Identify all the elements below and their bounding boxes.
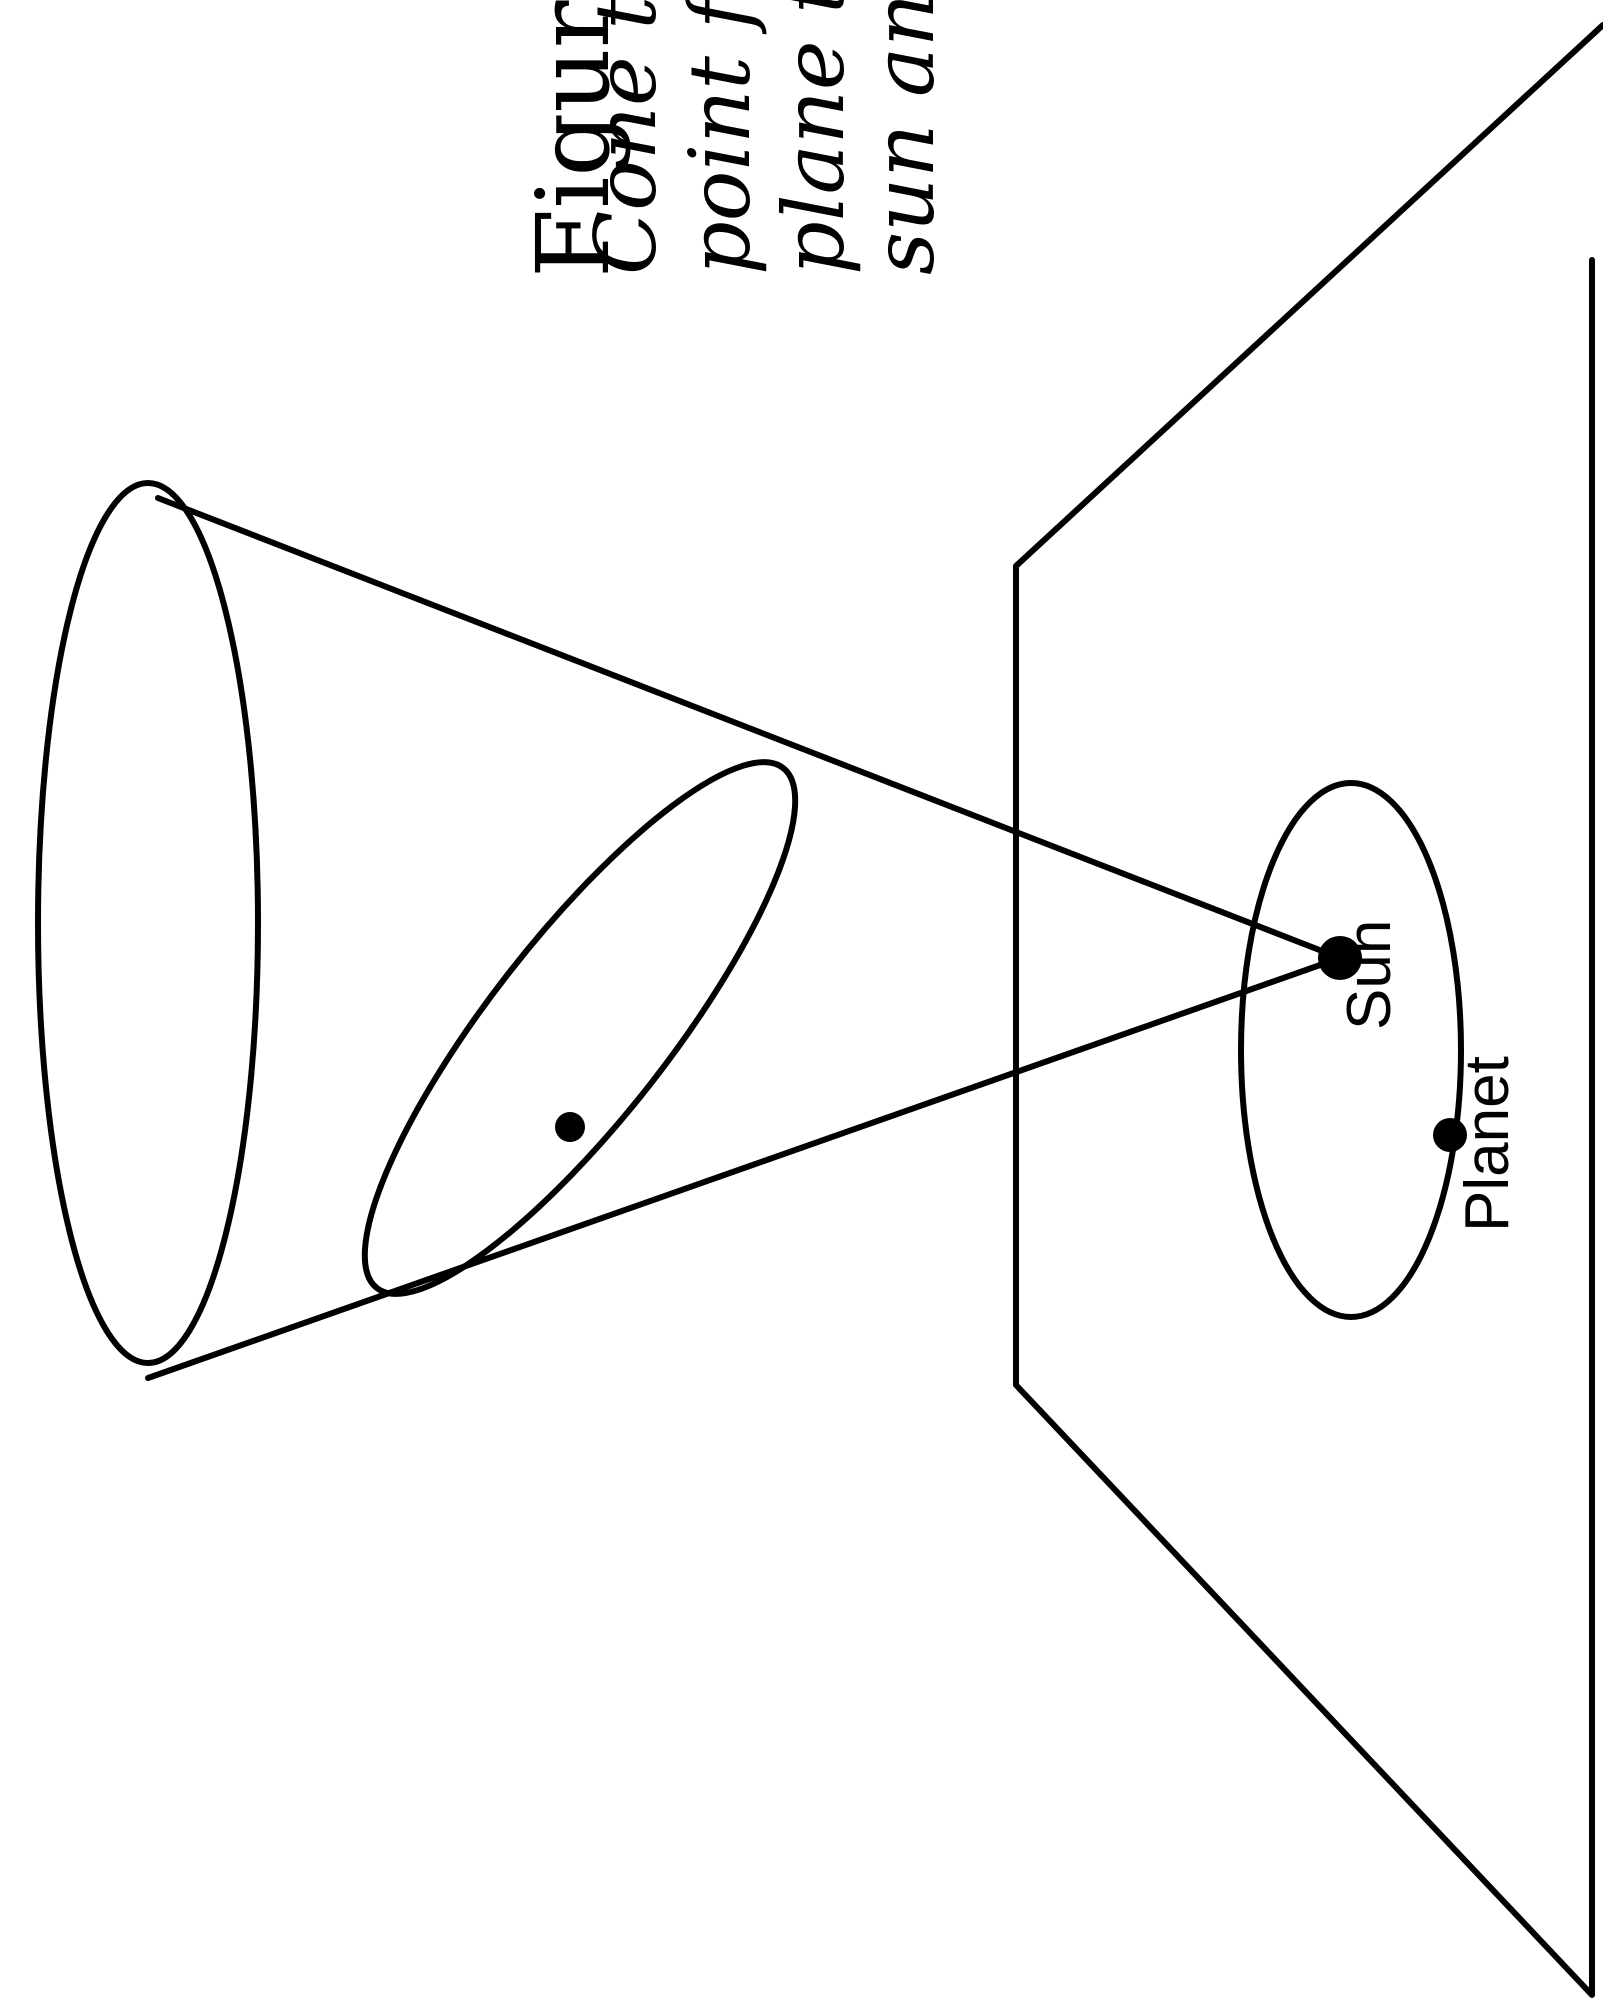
figure-caption: Figur Cone t point f plane t sun an bbox=[515, 0, 953, 278]
planet-orbit bbox=[1241, 783, 1461, 1317]
section-point bbox=[555, 1112, 585, 1142]
caption-line-4: sun an bbox=[855, 0, 953, 275]
cone-side-bottom bbox=[148, 958, 1340, 1378]
cone-base bbox=[38, 483, 258, 1363]
caption-line-1: Cone t bbox=[577, 0, 675, 275]
cone-section-ellipse bbox=[306, 713, 854, 1344]
cone-side-top bbox=[158, 498, 1340, 958]
planet-label: Planet bbox=[1453, 1056, 1522, 1232]
caption-line-2: point f bbox=[671, 0, 769, 275]
orbital-plane bbox=[1016, 25, 1603, 1995]
caption-line-3: plane t bbox=[765, 0, 863, 275]
sun-label: Sun bbox=[1335, 920, 1404, 1030]
